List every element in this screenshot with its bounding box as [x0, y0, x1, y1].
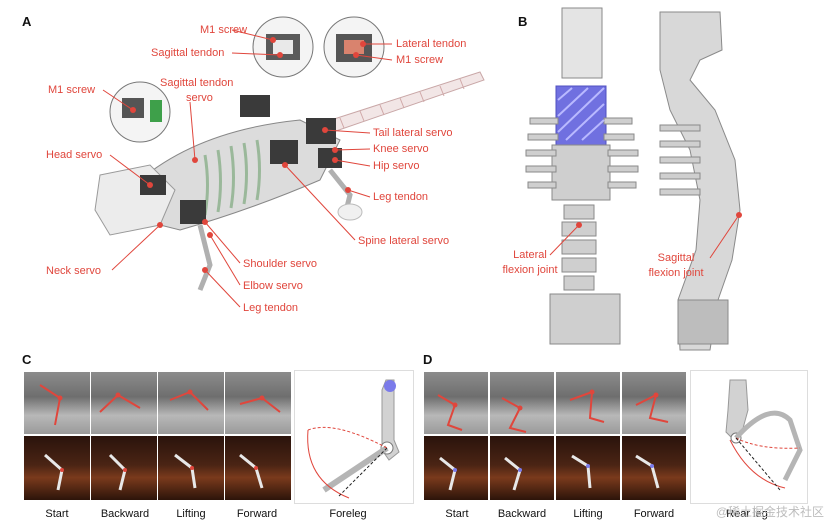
robot-illustration	[94, 16, 485, 308]
label-neck-servo: Neck servo	[46, 265, 102, 277]
label-knee-servo: Knee servo	[373, 143, 429, 155]
label-head-servo: Head servo	[46, 149, 103, 161]
label-lateral-tendon: Lateral tendon	[396, 38, 467, 50]
rear-foot	[337, 203, 363, 221]
caption-d-lifting: Lifting	[573, 508, 603, 520]
caption-c-lifting: Lifting	[176, 508, 206, 520]
panel-d-letter: D	[423, 352, 433, 367]
label-lateral-flexion-line2: flexion joint	[502, 264, 558, 276]
servo-block	[318, 148, 342, 168]
rearleg-diagram	[725, 379, 803, 491]
foreleg-xray-lifting	[158, 372, 224, 434]
servo-block	[240, 95, 270, 117]
label-lateral-flexion-line1: Lateral	[513, 249, 547, 261]
panel-c-letter: C	[22, 352, 32, 367]
caption-c-start: Start	[45, 508, 69, 520]
caption-c-backward: Backward	[100, 508, 150, 520]
rearleg-diagram-frame	[690, 370, 808, 504]
label-sagittal-flexion-line1: Sagittal	[657, 252, 695, 264]
rearleg-xray-lifting	[556, 372, 620, 434]
rearleg-robot-start	[424, 436, 488, 500]
label-m1-screw-top: M1 screw	[200, 24, 248, 36]
label-leg-tendon-bottom: Leg tendon	[243, 302, 299, 314]
label-shoulder-servo: Shoulder servo	[243, 258, 317, 270]
front-leg	[197, 224, 213, 291]
panel-a-letter: A	[22, 14, 32, 29]
foreleg-xray-forward	[225, 372, 291, 434]
label-m1-screw-right: M1 screw	[396, 54, 444, 66]
spine-side-view	[659, 11, 741, 351]
caption-d-backward: Backward	[497, 508, 547, 520]
stripe-pattern	[557, 87, 605, 141]
caption-d-start: Start	[445, 508, 469, 520]
label-leg-tendon-right: Leg tendon	[373, 191, 429, 203]
panel-b-letter: B	[518, 14, 528, 29]
label-sagittal-tendon-servo-line1: Sagittal tendon	[160, 77, 234, 89]
label-spine-lateral-servo: Spine lateral servo	[358, 235, 450, 247]
rearleg-xray-backward	[490, 372, 554, 434]
label-elbow-servo: Elbow servo	[243, 280, 303, 292]
servo-block	[306, 118, 336, 144]
spine-front-view	[525, 7, 639, 345]
foreleg-xray-start	[24, 372, 90, 434]
foreleg-xray-backward	[91, 372, 157, 434]
caption-c-foreleg: Foreleg	[329, 508, 367, 520]
caption-d-forward: Forward	[633, 508, 675, 520]
label-m1-screw-left: M1 screw	[48, 84, 96, 96]
caption-c-forward: Forward	[236, 508, 278, 520]
servo-block	[180, 200, 206, 224]
label-hip-servo: Hip servo	[373, 160, 420, 172]
servo-block	[270, 140, 298, 164]
watermark-text: @稀土掘金技术社区	[715, 505, 824, 519]
caption-d-rearleg: Rear leg	[726, 508, 768, 520]
label-sagittal-tendon-servo-line2: servo	[186, 92, 213, 104]
label-sagittal-flexion-line2: flexion joint	[648, 267, 704, 279]
rearleg-robot-backward	[490, 436, 554, 500]
foreleg-diagram	[307, 379, 400, 499]
label-sagittal-tendon-top: Sagittal tendon	[151, 47, 225, 59]
label-tail-lateral-servo: Tail lateral servo	[373, 127, 453, 139]
spine-illustration	[525, 7, 742, 351]
